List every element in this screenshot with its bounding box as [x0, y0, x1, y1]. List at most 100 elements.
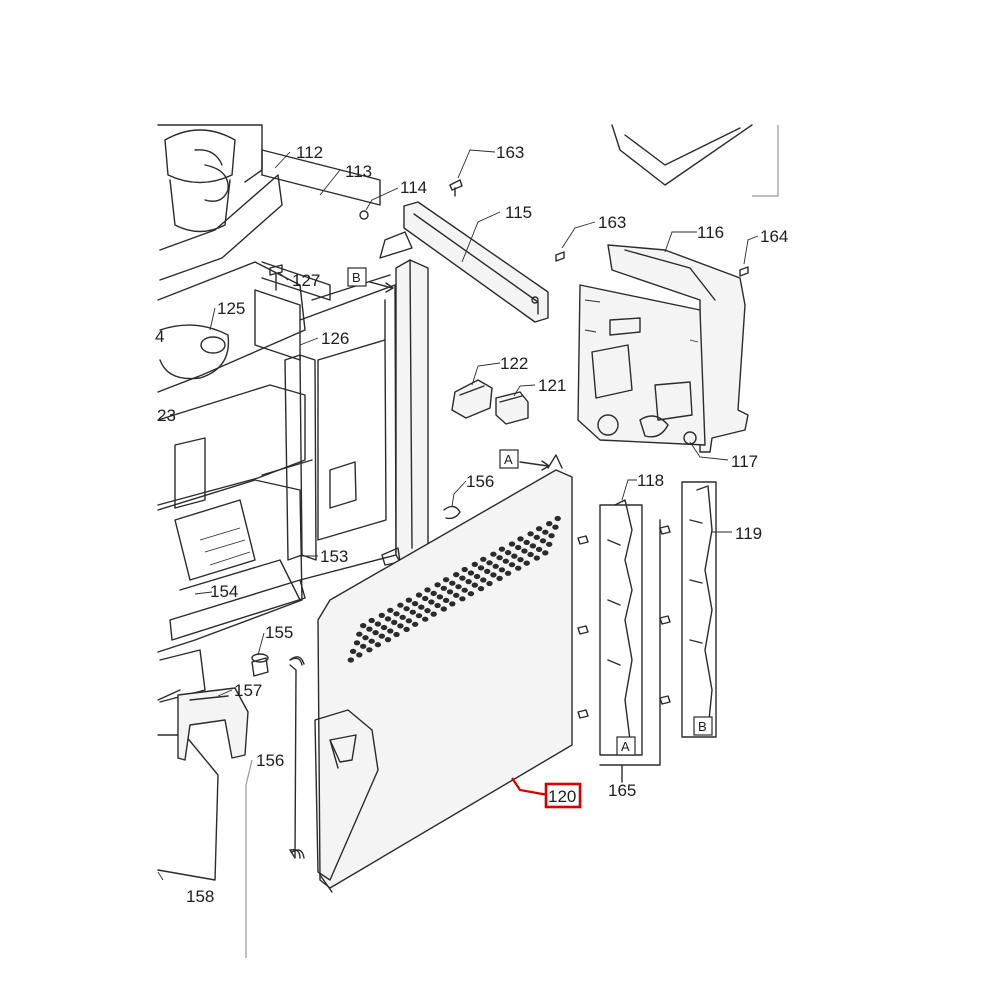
vent-hole — [477, 565, 485, 571]
vent-hole — [502, 558, 509, 564]
vent-hole — [424, 608, 431, 614]
callout-116: 116 — [697, 223, 724, 242]
vent-hole — [496, 575, 503, 582]
marker-b-top: B — [347, 267, 394, 293]
callout-118: 118 — [637, 471, 664, 490]
vent-hole — [362, 635, 369, 641]
vent-hole — [397, 623, 404, 629]
vent-hole — [515, 565, 522, 571]
vent-hole — [467, 591, 475, 597]
vent-hole — [356, 652, 363, 658]
vent-hole — [527, 551, 534, 558]
vent-hole — [533, 534, 540, 540]
vent-hole — [504, 550, 512, 556]
marker-a-rail: A — [616, 736, 636, 756]
vent-hole — [515, 544, 522, 551]
callout-113: 113 — [345, 162, 372, 181]
vent-hole — [486, 560, 493, 566]
vent-hole — [446, 589, 454, 595]
vent-hole — [434, 582, 441, 588]
vent-hole — [535, 546, 543, 553]
vent-hole — [366, 647, 373, 653]
vent-hole — [471, 582, 478, 588]
vent-hole — [378, 633, 385, 639]
vent-hole — [523, 539, 530, 546]
vent-hole — [467, 570, 475, 576]
vent-hole — [461, 587, 468, 593]
vent-hole — [422, 595, 429, 602]
callout-117: 117 — [731, 452, 758, 471]
vent-hole — [455, 584, 462, 590]
vent-hole — [360, 623, 367, 629]
vent-hole — [384, 637, 392, 643]
vent-hole — [436, 594, 444, 600]
vent-hole — [449, 580, 456, 586]
vent-hole — [387, 628, 394, 634]
rails-assembly-165 — [577, 481, 717, 783]
vent-hole — [554, 515, 561, 522]
vent-hole — [440, 585, 447, 591]
callout-labels: 112 113 114 115 163 163 116 164 127 125 … — [155, 143, 788, 906]
vent-hole — [393, 631, 400, 638]
callout-123-partial: 23 — [157, 406, 176, 425]
vent-hole — [504, 570, 512, 576]
vent-hole — [391, 619, 398, 626]
callout-156-top: 156 — [466, 472, 494, 491]
callout-119: 119 — [735, 524, 762, 543]
vent-hole — [360, 643, 367, 649]
vent-hole — [409, 609, 416, 615]
control-board-assembly — [577, 244, 749, 453]
vent-hole — [465, 579, 472, 585]
vent-hole — [424, 587, 431, 593]
svg-text:A: A — [504, 452, 513, 467]
vent-hole — [384, 616, 392, 622]
callout-125: 125 — [217, 299, 245, 318]
vent-hole — [484, 568, 491, 575]
vent-hole — [511, 553, 518, 559]
vent-hole — [422, 616, 429, 622]
vent-hole — [539, 538, 547, 544]
vent-hole — [434, 602, 441, 609]
vent-hole — [378, 612, 385, 619]
vent-hole — [411, 601, 419, 607]
vent-hole — [546, 541, 553, 547]
highlight-leader-120 — [511, 777, 549, 797]
callout-157: 157 — [234, 681, 262, 700]
callout-120-highlight[interactable]: 120 — [544, 782, 582, 809]
marker-a-top: A — [499, 449, 550, 471]
vent-hole — [374, 642, 382, 648]
vent-hole — [415, 592, 423, 598]
vent-hole — [480, 556, 487, 562]
vent-hole — [477, 586, 485, 592]
vent-hole — [366, 626, 373, 632]
svg-text:B: B — [698, 719, 707, 734]
vent-hole — [442, 597, 450, 604]
vent-hole — [453, 572, 460, 578]
vent-hole — [527, 531, 534, 537]
vent-hole — [356, 631, 363, 637]
callout-164: 164 — [760, 227, 788, 246]
vent-hole — [403, 626, 410, 633]
callout-112: 112 — [296, 143, 323, 162]
vent-hole — [353, 640, 361, 646]
vent-hole — [440, 606, 447, 612]
callout-124-partial: 4 — [155, 327, 164, 346]
callout-115: 115 — [505, 203, 532, 222]
vent-hole — [428, 599, 435, 605]
vent-hole — [442, 577, 450, 583]
vent-hole — [453, 592, 460, 598]
callout-122: 122 — [500, 354, 528, 373]
vent-hole — [403, 606, 410, 612]
vent-hole — [473, 573, 481, 580]
vent-hole — [372, 630, 379, 636]
vent-hole — [397, 602, 404, 608]
vent-hole — [411, 621, 419, 627]
vent-hole — [387, 607, 394, 613]
vent-hole — [374, 621, 382, 627]
vent-hole — [508, 541, 516, 547]
vent-hole — [496, 555, 503, 561]
switch-parts-122-121 — [451, 379, 529, 425]
machine-body-assembly — [157, 124, 397, 958]
ventilation-holes — [347, 515, 561, 663]
